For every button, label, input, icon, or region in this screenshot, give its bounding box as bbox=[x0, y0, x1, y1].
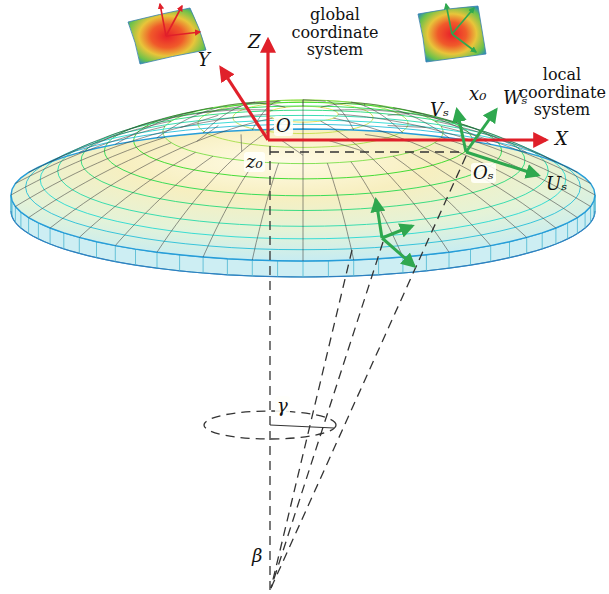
mesh-spoke bbox=[338, 114, 595, 195]
mesh-cell bbox=[242, 101, 281, 103]
rim-rib bbox=[402, 257, 403, 273]
mesh-cell bbox=[197, 126, 219, 142]
cone-line bbox=[271, 250, 352, 588]
offset-label: z₀ bbox=[244, 152, 265, 172]
cone-line bbox=[271, 156, 466, 588]
axis-label: Y bbox=[196, 50, 212, 70]
axis-label: X bbox=[553, 129, 570, 149]
rim-rib bbox=[28, 218, 29, 234]
rim-rib bbox=[252, 260, 253, 276]
mesh-spoke bbox=[157, 121, 286, 252]
rim-rib bbox=[38, 223, 39, 239]
rim-rib bbox=[542, 233, 543, 249]
rim-rib bbox=[585, 212, 586, 228]
rim-rib bbox=[509, 242, 510, 258]
axis-label: Vₛ bbox=[428, 100, 451, 120]
mesh-spoke bbox=[15, 126, 165, 183]
rim-rib bbox=[135, 249, 136, 265]
cone-line bbox=[271, 242, 383, 588]
rim-rib bbox=[15, 207, 16, 223]
mesh-spoke bbox=[252, 163, 278, 260]
mesh-spoke bbox=[351, 102, 403, 133]
v-axis bbox=[376, 200, 382, 238]
mesh-cell bbox=[197, 106, 241, 113]
rim-rib bbox=[426, 255, 427, 271]
rim-rib bbox=[157, 252, 158, 268]
rim-rib bbox=[63, 233, 64, 249]
mesh-spoke bbox=[351, 162, 403, 257]
mesh-spoke bbox=[157, 103, 286, 138]
rim-rib bbox=[378, 259, 379, 275]
rim-rib bbox=[567, 223, 568, 239]
u-axis bbox=[382, 238, 414, 266]
rim-rib bbox=[490, 246, 491, 262]
rim-rib bbox=[115, 246, 116, 262]
axis-label: Wₛ bbox=[501, 88, 530, 108]
mesh-spoke bbox=[115, 156, 213, 245]
rim-rib bbox=[303, 261, 304, 277]
rim-rib bbox=[577, 218, 578, 234]
rim-rib bbox=[79, 237, 80, 253]
rim-rib bbox=[555, 228, 556, 244]
mesh-spoke bbox=[303, 122, 304, 261]
rim-rib bbox=[203, 257, 204, 273]
w-axis bbox=[382, 226, 412, 238]
x-axis bbox=[268, 138, 546, 141]
mesh-spoke bbox=[327, 163, 353, 260]
system-title: local coordinate system bbox=[519, 66, 605, 119]
parameter-label: x₀ bbox=[467, 84, 488, 104]
local-axes bbox=[457, 110, 538, 175]
dish-mesh bbox=[11, 100, 595, 261]
mesh-spoke bbox=[303, 100, 304, 129]
mesh-cell bbox=[180, 115, 218, 127]
offset-line bbox=[270, 151, 462, 152]
rim-rib bbox=[96, 242, 97, 258]
rim-rib bbox=[353, 260, 354, 276]
y-axis bbox=[221, 68, 268, 140]
rim-rib bbox=[449, 252, 450, 268]
mesh-spoke bbox=[29, 143, 172, 218]
local-axes bbox=[376, 200, 414, 266]
system-title: global coordinate system bbox=[283, 6, 387, 59]
axis-label: Z bbox=[246, 32, 263, 52]
rim-rib bbox=[179, 255, 180, 271]
rim-rib bbox=[593, 201, 594, 217]
rim-rib bbox=[12, 201, 13, 217]
rim-rib bbox=[20, 212, 21, 228]
rim-rib bbox=[526, 237, 527, 253]
angle-label: γ bbox=[275, 396, 290, 416]
origin-label: O bbox=[274, 116, 293, 136]
mesh-cell bbox=[303, 100, 326, 102]
mesh-cell bbox=[388, 114, 410, 116]
mesh-cell bbox=[364, 104, 366, 107]
rim-rib bbox=[227, 259, 228, 275]
angle-label: β bbox=[250, 546, 264, 566]
mesh-cell bbox=[280, 140, 303, 156]
axis-line bbox=[269, 146, 270, 590]
z-axis bbox=[266, 40, 269, 140]
mesh-cell bbox=[240, 134, 242, 151]
rotation-circle bbox=[204, 411, 336, 439]
mesh-spoke bbox=[29, 121, 172, 172]
mesh-cell bbox=[388, 126, 426, 128]
global-axes bbox=[221, 40, 546, 140]
mesh-spoke bbox=[203, 162, 255, 257]
mesh-spoke bbox=[50, 110, 273, 162]
rim-rib bbox=[470, 249, 471, 265]
v-axis bbox=[457, 110, 466, 152]
rim-rib bbox=[590, 207, 591, 223]
w-axis bbox=[466, 110, 496, 152]
origin-label: Oₛ bbox=[471, 163, 496, 183]
rim-rib bbox=[328, 261, 329, 277]
construction-lines bbox=[204, 146, 466, 590]
surface-patch bbox=[128, 4, 206, 64]
rim-rib bbox=[50, 228, 51, 244]
mesh-spoke bbox=[11, 114, 268, 195]
surface-patch bbox=[418, 4, 486, 62]
angle-line bbox=[270, 425, 334, 428]
axis-label: Uₛ bbox=[544, 174, 569, 194]
rim-rib bbox=[277, 261, 278, 277]
mesh-spoke bbox=[321, 103, 450, 138]
